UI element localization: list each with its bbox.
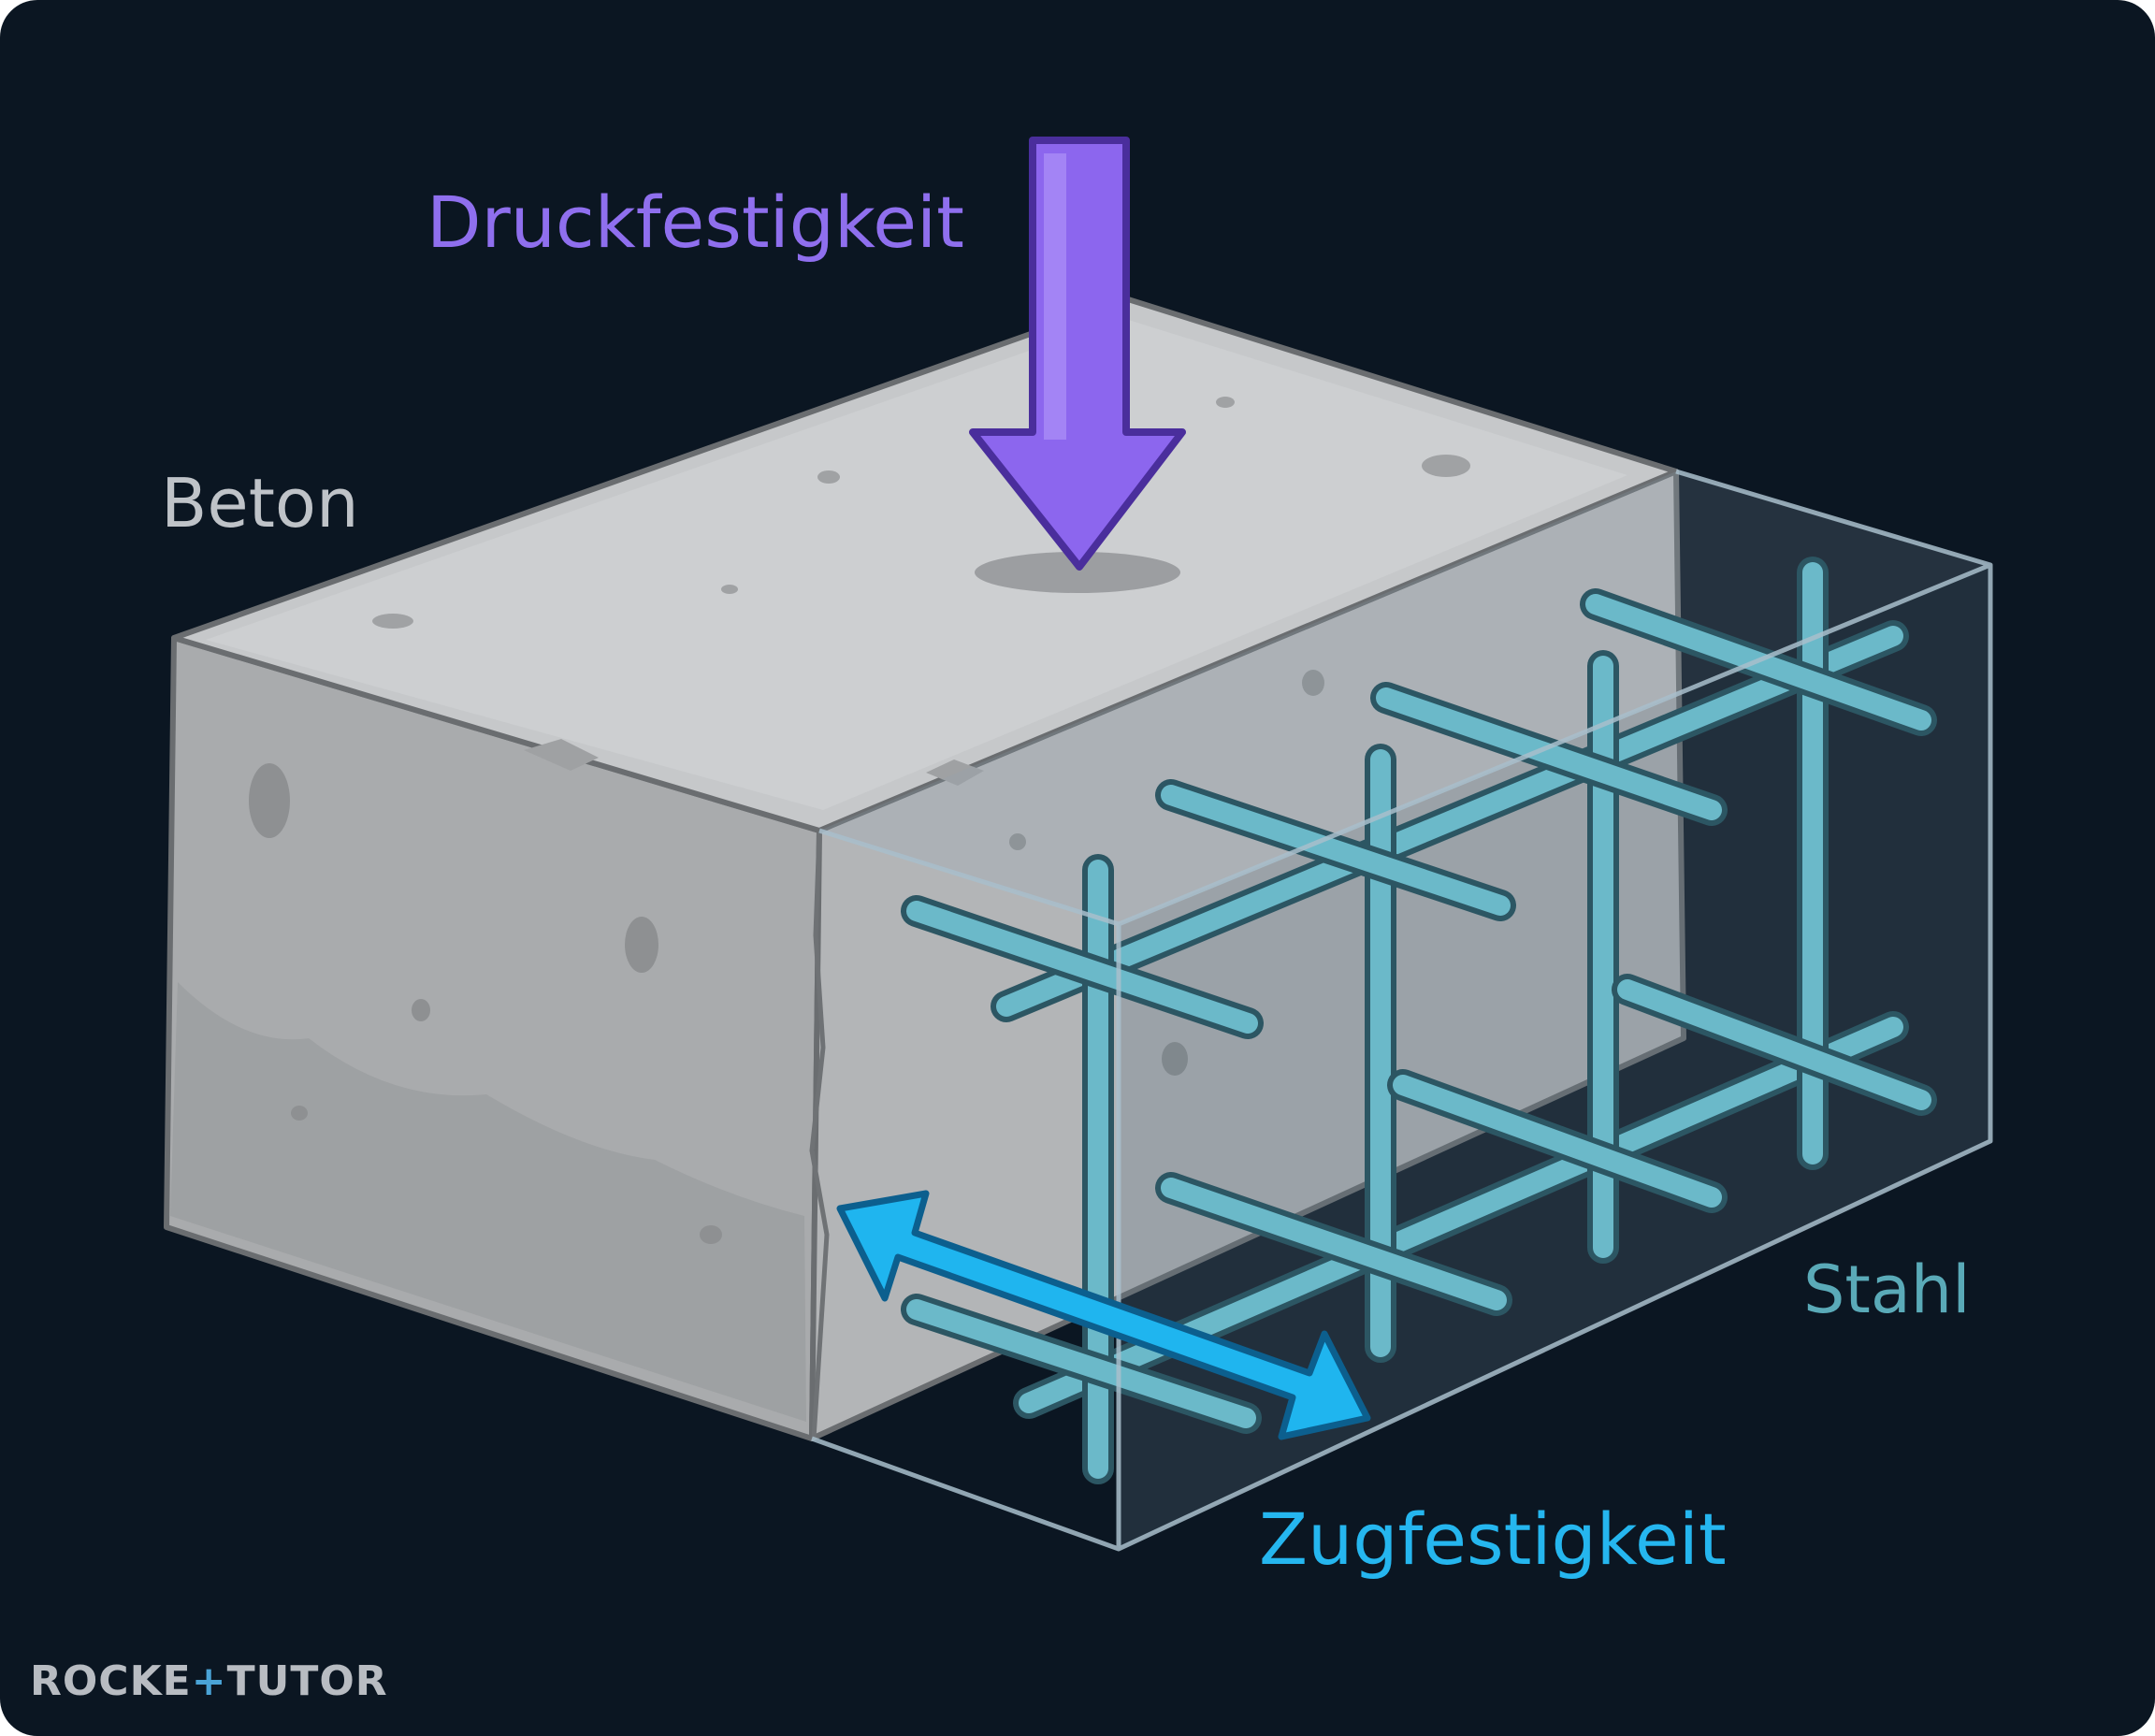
down-arrow-highlight xyxy=(1044,153,1066,440)
concrete-pit xyxy=(412,999,430,1021)
tensile-strength-label: Zugfestigkeit xyxy=(1259,1497,1727,1581)
logo-text-part1: ROCKE xyxy=(30,1657,192,1705)
transparent-section-face xyxy=(1119,565,1990,1549)
rebar-bar xyxy=(1376,687,1722,820)
compressive-strength-label: Druckfestigkeit xyxy=(427,181,964,264)
logo-text-part2: TUTOR xyxy=(226,1657,388,1705)
rebar-bar xyxy=(906,1299,1256,1428)
concrete-label: Beton xyxy=(161,464,359,542)
concrete-pit xyxy=(625,917,658,973)
concrete-pit xyxy=(1009,833,1026,850)
logo-accent: + xyxy=(191,1657,227,1705)
arrow-shadow xyxy=(975,552,1180,593)
concrete-pit xyxy=(1216,397,1235,408)
rebar-bar xyxy=(1617,979,1931,1110)
concrete-chip xyxy=(926,760,984,786)
concrete-pit xyxy=(721,585,738,594)
transparent-box-outline xyxy=(811,469,1993,1552)
rebar-bar xyxy=(1161,1178,1507,1310)
rebar-bar xyxy=(996,626,1903,1017)
rebar-bar xyxy=(906,901,1258,1034)
concrete-top-highlight xyxy=(206,318,1627,810)
concrete-pit xyxy=(249,763,290,838)
concrete-pit xyxy=(1162,1042,1188,1076)
concrete-pit xyxy=(372,614,413,629)
concrete-pit xyxy=(1422,455,1470,477)
double-headed-arrow-icon xyxy=(836,1190,1371,1440)
concrete-pit xyxy=(700,1225,722,1244)
down-arrow-icon xyxy=(969,137,1186,571)
concrete-chip xyxy=(524,739,599,771)
brand-logo: ROCKE+TUTOR xyxy=(30,1661,388,1702)
concrete-pit xyxy=(291,1106,308,1121)
concrete-stain xyxy=(170,982,806,1422)
rebar-bar xyxy=(1393,1075,1722,1208)
steel-label: Stahl xyxy=(1803,1251,1971,1328)
concrete-crack xyxy=(809,830,830,1439)
concrete-pit xyxy=(1302,670,1324,696)
rebar-bar xyxy=(1161,785,1511,916)
concrete-pit xyxy=(817,470,840,484)
